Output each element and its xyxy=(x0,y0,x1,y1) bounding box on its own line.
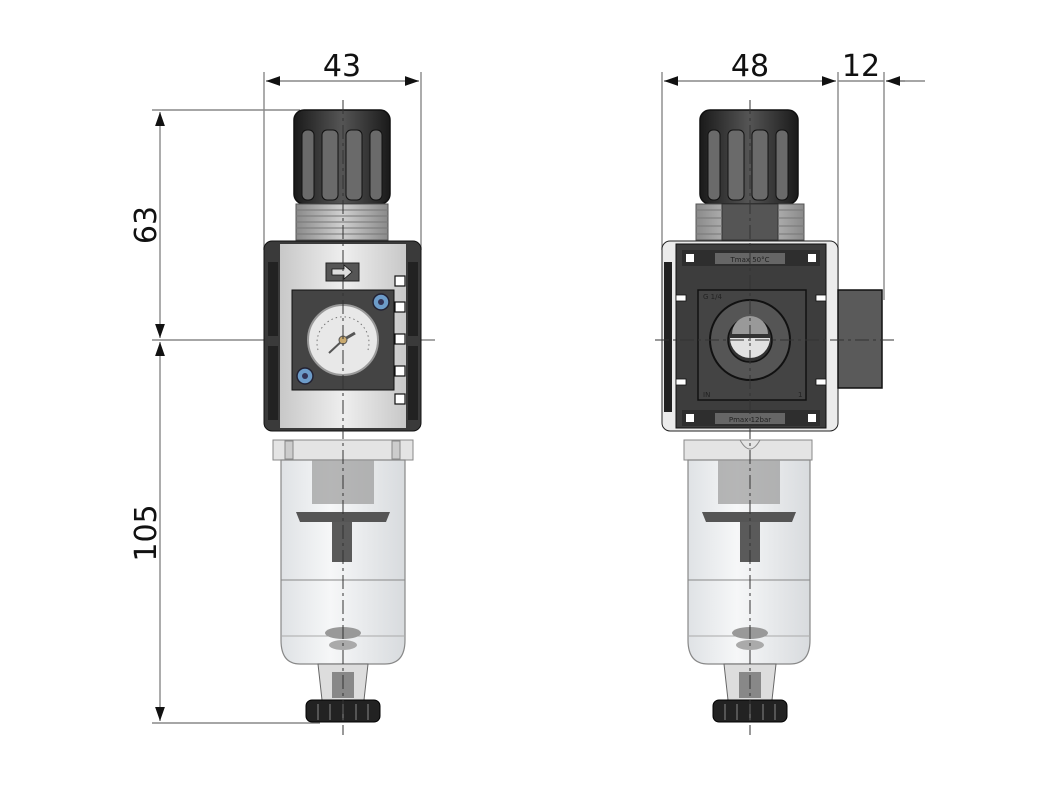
adjustment-knob-icon xyxy=(699,109,799,205)
side-view: Tmax 50°C G 1/4 IN 1 Pmax 12bar xyxy=(655,100,895,735)
flow-direction-arrow-icon xyxy=(325,262,360,282)
dim-text-upper-height: 63 xyxy=(129,206,164,244)
port-label-right: 1 xyxy=(798,391,802,399)
side-indicator-squares xyxy=(394,275,406,405)
pressure-gauge-icon xyxy=(307,304,379,376)
front-view xyxy=(263,100,422,735)
side-mount-block xyxy=(837,289,883,389)
thread-collar xyxy=(295,203,389,241)
port-label-bottom: IN xyxy=(703,391,710,399)
screw-icon xyxy=(296,293,390,385)
dim-text-side-width: 48 xyxy=(731,49,769,84)
port-label-top: G 1/4 xyxy=(703,293,722,301)
dim-text-front-width: 43 xyxy=(323,49,361,84)
transparent-bowl xyxy=(687,459,811,665)
adjustment-knob-icon xyxy=(293,109,391,205)
dimension-side-width xyxy=(661,72,925,300)
dim-text-lower-height: 105 xyxy=(129,504,164,561)
dim-text-side-offset: 12 xyxy=(842,49,880,84)
dimension-front-width xyxy=(263,72,422,250)
